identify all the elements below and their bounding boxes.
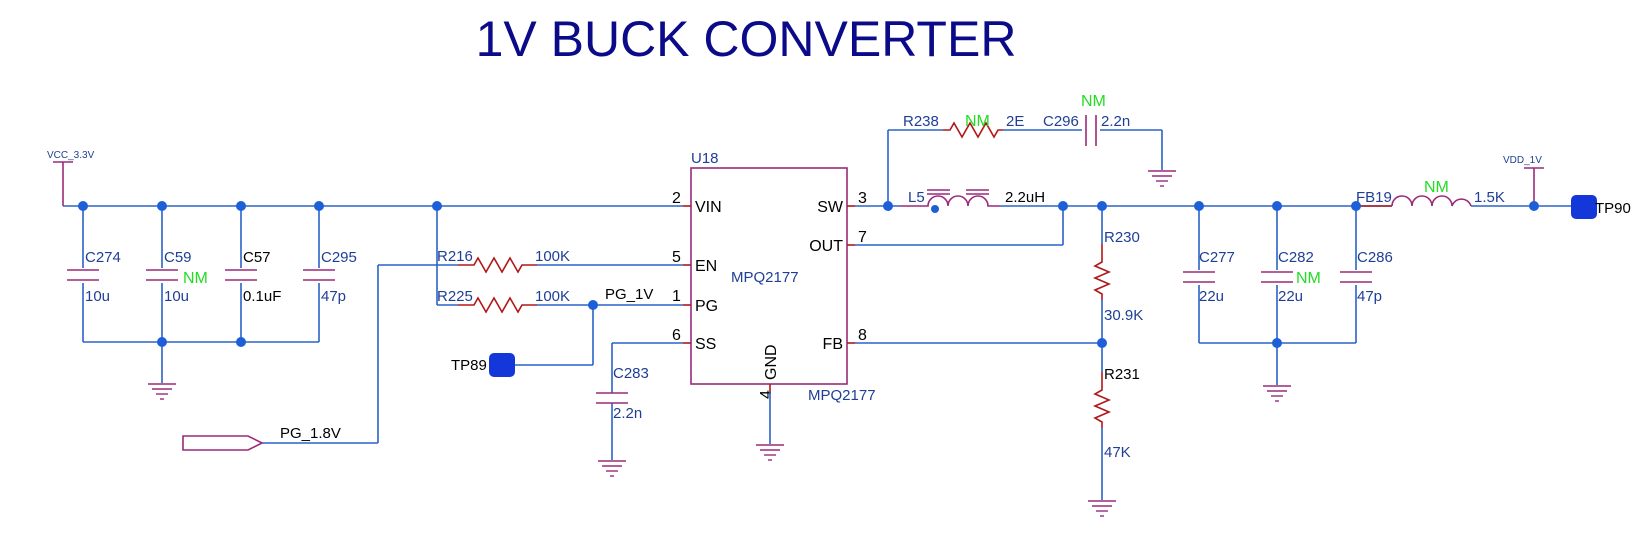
pin-fb-name: FB xyxy=(823,336,843,353)
r225-ref: R225 xyxy=(437,288,473,305)
r216-ref: R216 xyxy=(437,248,473,265)
r231-value: 47K xyxy=(1104,444,1131,461)
ground-symbol xyxy=(1087,500,1117,517)
r225-value: 100K xyxy=(535,288,570,305)
l5-value: 2.2uH xyxy=(1005,189,1045,206)
r238-value: 2E xyxy=(1006,113,1024,130)
ss-wires xyxy=(611,342,683,460)
c282-value: 22u xyxy=(1278,288,1303,305)
ground-symbol xyxy=(147,383,177,400)
r230-ref: R230 xyxy=(1104,229,1140,246)
pin-gnd-num: 4 xyxy=(758,390,775,399)
c283-value: 2.2n xyxy=(613,405,642,422)
tp90-testpoint xyxy=(1571,195,1597,219)
r230-resistor-symbol xyxy=(1092,244,1112,300)
junction-dots xyxy=(78,201,1539,348)
c286-value: 47p xyxy=(1357,288,1382,305)
c282-ref: C282 xyxy=(1278,249,1314,266)
r225-resistor-symbol xyxy=(458,296,537,314)
tp89-testpoint xyxy=(489,353,515,377)
pin-sw-num: 3 xyxy=(858,190,867,207)
u18-part-value: MPQ2177 xyxy=(731,269,799,286)
c295-ref: C295 xyxy=(321,249,357,266)
vdd-1v-power-flag: VDD_1V xyxy=(1503,155,1544,169)
r216-resistor-symbol xyxy=(458,256,537,274)
vcc-3v3-label: VCC_3.3V xyxy=(47,150,95,161)
r238-nm-label: NM xyxy=(965,113,990,130)
vdd-1v-label: VDD_1V xyxy=(1503,155,1542,166)
c277-ref: C277 xyxy=(1199,249,1235,266)
fb19-ref: FB19 xyxy=(1356,189,1392,206)
pin-vin-name: VIN xyxy=(695,199,722,216)
fb19-value: 1.5K xyxy=(1474,189,1505,206)
pin-fb-num: 8 xyxy=(858,327,867,344)
r231-ref: R231 xyxy=(1104,366,1140,383)
r216-value: 100K xyxy=(535,248,570,265)
l5-ref: L5 xyxy=(908,189,925,206)
c286-capacitor-symbol xyxy=(1340,271,1372,283)
c296-value: 2.2n xyxy=(1101,113,1130,130)
c296-ref: C296 xyxy=(1043,113,1079,130)
ic-pin-stubs xyxy=(683,205,855,392)
ground-symbol xyxy=(755,444,785,461)
u18-ref: U18 xyxy=(691,150,719,167)
c286-ref: C286 xyxy=(1357,249,1393,266)
pin-ss-name: SS xyxy=(695,336,716,353)
c274-ref: C274 xyxy=(85,249,121,266)
vcc-3v3-power-flag: VCC_3.3V xyxy=(47,150,95,163)
pg-1v8-port-symbol xyxy=(182,435,264,451)
r238-ref: R238 xyxy=(903,113,939,130)
fb19-ferrite-symbol xyxy=(1356,195,1472,207)
c59-value: 10u xyxy=(164,288,189,305)
c57-ref: C57 xyxy=(243,249,271,266)
c57-value: 0.1uF xyxy=(243,288,281,305)
pin-sw-name: SW xyxy=(817,199,844,216)
c295-value: 47p xyxy=(321,288,346,305)
c59-ref: C59 xyxy=(164,249,192,266)
c277-capacitor-symbol xyxy=(1183,271,1215,283)
u18-ic-body xyxy=(690,167,848,385)
u18-part-value-below: MPQ2177 xyxy=(808,387,876,404)
pg-1v-net-label: PG_1V xyxy=(605,286,653,303)
c282-capacitor-symbol xyxy=(1261,271,1293,283)
pin-out-num: 7 xyxy=(858,229,867,246)
vin-rail-wires xyxy=(62,162,683,383)
c274-value: 10u xyxy=(85,288,110,305)
tp90-label: TP90 xyxy=(1595,200,1631,217)
tp89-label: TP89 xyxy=(451,357,487,374)
fb19-nm-label: NM xyxy=(1424,179,1449,196)
l5-inductor-symbol xyxy=(900,189,1000,213)
c283-capacitor-symbol xyxy=(596,392,628,404)
ground-symbol xyxy=(597,460,627,477)
pin-pg-num: 1 xyxy=(672,288,681,305)
c283-ref: C283 xyxy=(613,365,649,382)
c296-capacitor-symbol xyxy=(1085,115,1097,146)
pullup-wires xyxy=(262,206,683,444)
r231-resistor-symbol xyxy=(1092,372,1112,428)
r238-resistor-symbol xyxy=(943,121,1003,139)
c295-capacitor-symbol xyxy=(303,269,335,281)
ground-symbol xyxy=(1147,170,1177,187)
pin-gnd-name: GND xyxy=(763,344,780,380)
output-wires xyxy=(855,129,1571,500)
c57-capacitor-symbol xyxy=(225,269,257,281)
ground-symbol xyxy=(1262,385,1292,402)
pin-en-num: 5 xyxy=(672,249,681,266)
c282-nm-label: NM xyxy=(1296,270,1321,287)
pin-out-name: OUT xyxy=(809,238,843,255)
pin-en-name: EN xyxy=(695,258,717,275)
pg-1v8-net-label: PG_1.8V xyxy=(280,425,341,442)
pin-vin-num: 2 xyxy=(672,190,681,207)
r230-value: 30.9K xyxy=(1104,307,1143,324)
c296-nm-label: NM xyxy=(1081,93,1106,110)
c59-nm-label: NM xyxy=(183,270,208,287)
c59-capacitor-symbol xyxy=(146,269,178,281)
c274-capacitor-symbol xyxy=(67,269,99,281)
page-title: 1V BUCK CONVERTER xyxy=(476,11,1017,67)
pin-ss-num: 6 xyxy=(672,327,681,344)
c277-value: 22u xyxy=(1199,288,1224,305)
pin-pg-name: PG xyxy=(695,298,718,315)
